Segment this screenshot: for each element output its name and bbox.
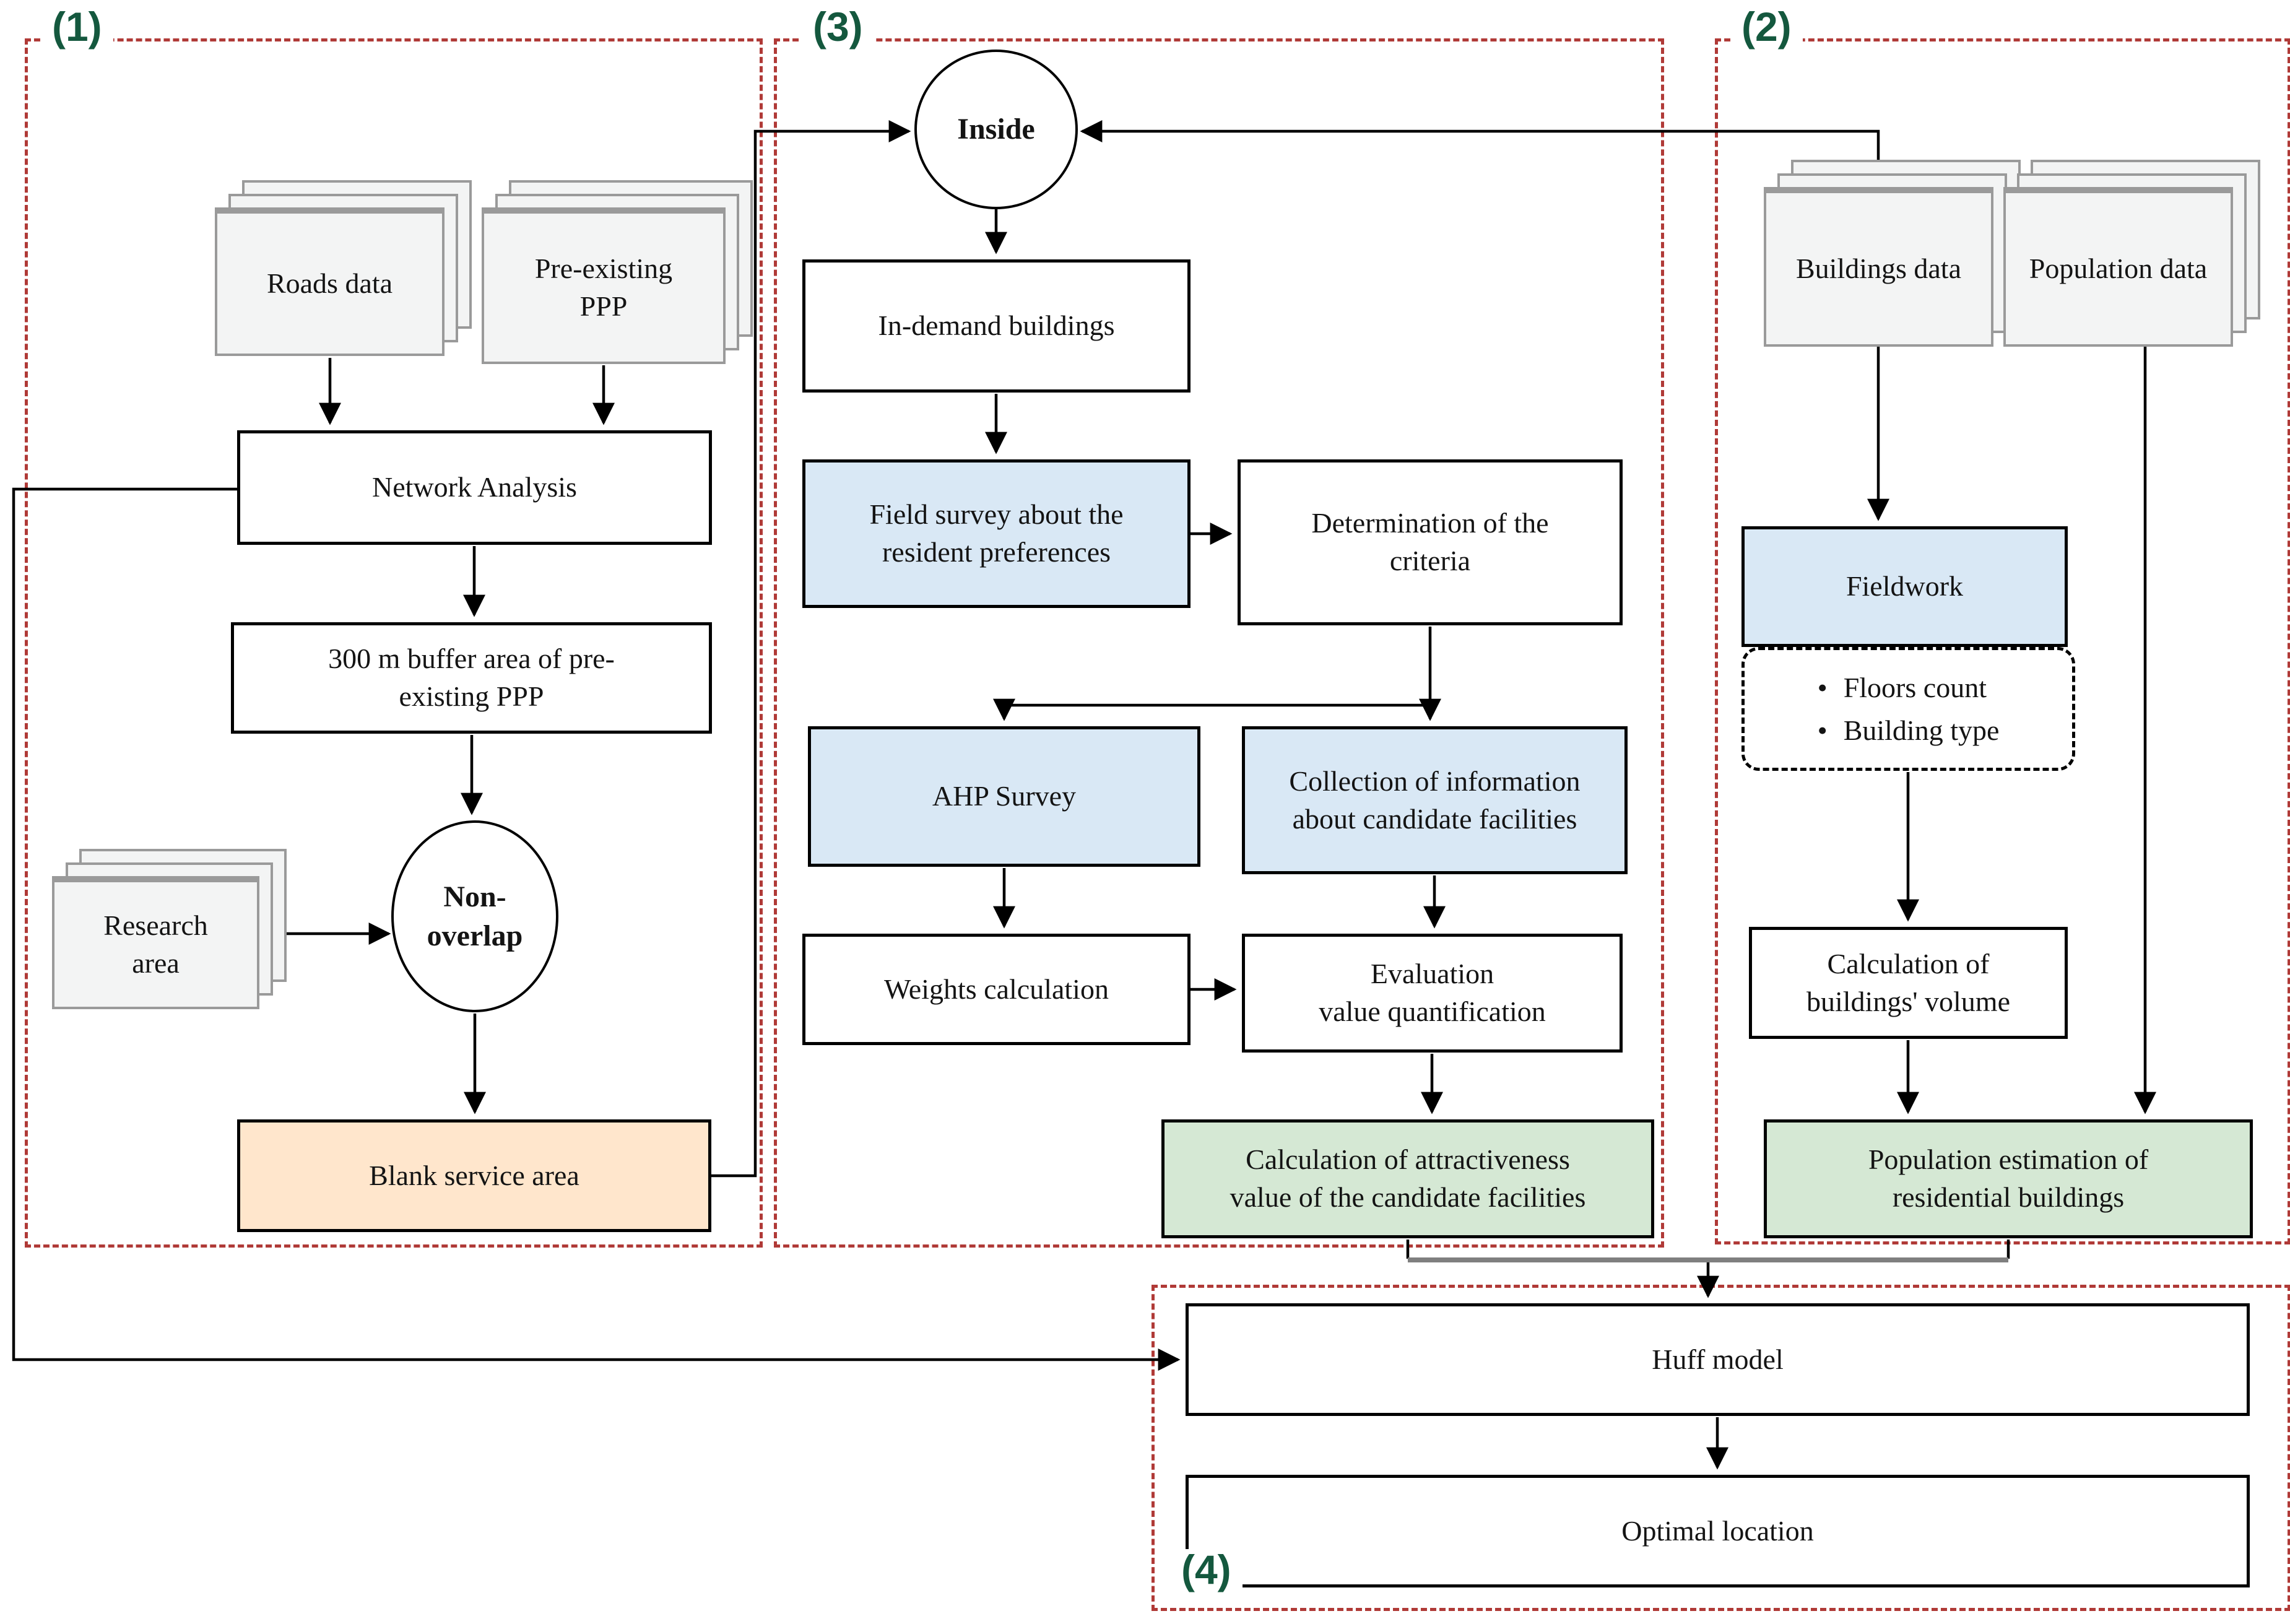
population-estimation-label: Population estimation of residential bui… bbox=[1868, 1144, 2149, 1213]
fieldwork-details-list: Floors count Building type bbox=[1818, 666, 2000, 752]
section-1-label: (1) bbox=[41, 6, 113, 47]
section-4-frame bbox=[1152, 1285, 2290, 1611]
section-3-frame bbox=[774, 38, 1664, 1248]
determination-criteria-node: Determination of the criteria bbox=[1238, 459, 1623, 625]
buildings-data-node: Buildings data bbox=[1764, 187, 1993, 347]
roads-data-label: Roads data bbox=[266, 267, 393, 299]
buildings-volume-node: Calculation of buildings' volume bbox=[1749, 927, 2068, 1039]
pre-existing-ppp-node: Pre-existing PPP bbox=[482, 207, 726, 364]
research-area-label: Research area bbox=[103, 909, 208, 979]
field-survey-node: Field survey about the resident preferen… bbox=[802, 459, 1191, 608]
buildings-data-label: Buildings data bbox=[1795, 252, 1962, 284]
weights-calculation-label: Weights calculation bbox=[884, 973, 1109, 1005]
roads-data-node: Roads data bbox=[215, 207, 445, 356]
weights-calculation-node: Weights calculation bbox=[802, 934, 1191, 1045]
evaluation-value-node: Evaluation value quantification bbox=[1242, 934, 1623, 1053]
optimal-location-label: Optimal location bbox=[1621, 1514, 1814, 1547]
buffer-300m-label: 300 m buffer area of pre- existing PPP bbox=[328, 643, 615, 712]
pre-existing-ppp-stack: Pre-existing PPP bbox=[482, 180, 753, 364]
buffer-300m-node: 300 m buffer area of pre- existing PPP bbox=[231, 622, 712, 734]
ahp-survey-label: AHP Survey bbox=[932, 780, 1077, 812]
research-area-stack: Research area bbox=[52, 849, 287, 1009]
buildings-data-stack: Buildings data bbox=[1764, 160, 2021, 347]
research-area-node: Research area bbox=[52, 876, 259, 1009]
network-analysis-node: Network Analysis bbox=[237, 430, 712, 545]
roads-data-stack: Roads data bbox=[215, 180, 472, 356]
evaluation-value-label: Evaluation value quantification bbox=[1319, 958, 1546, 1027]
in-demand-buildings-node: In-demand buildings bbox=[802, 259, 1191, 393]
collection-info-label: Collection of information about candidat… bbox=[1289, 765, 1581, 835]
inside-label: Inside bbox=[957, 113, 1035, 146]
fieldwork-detail-floors: Floors count bbox=[1818, 666, 2000, 709]
blank-service-area-node: Blank service area bbox=[237, 1119, 711, 1232]
pre-existing-ppp-label: Pre-existing PPP bbox=[534, 252, 673, 322]
fieldwork-detail-type: Building type bbox=[1818, 709, 2000, 752]
fieldwork-node: Fieldwork bbox=[1741, 526, 2068, 647]
huff-model-label: Huff model bbox=[1652, 1343, 1784, 1375]
section-3-label: (3) bbox=[802, 6, 874, 47]
buildings-volume-label: Calculation of buildings' volume bbox=[1806, 947, 2010, 1017]
attractiveness-node: Calculation of attractiveness value of t… bbox=[1161, 1119, 1654, 1238]
non-overlap-label: Non- overlap bbox=[427, 880, 523, 952]
huff-model-node: Huff model bbox=[1186, 1303, 2250, 1416]
population-estimation-node: Population estimation of residential bui… bbox=[1764, 1119, 2253, 1238]
fieldwork-details-node: Floors count Building type bbox=[1741, 647, 2075, 771]
ahp-survey-node: AHP Survey bbox=[808, 726, 1200, 867]
population-data-label: Population data bbox=[2029, 252, 2208, 284]
non-overlap-node: Non- overlap bbox=[391, 820, 558, 1012]
population-data-node: Population data bbox=[2003, 187, 2233, 347]
section-2-frame bbox=[1715, 38, 2290, 1244]
collection-info-node: Collection of information about candidat… bbox=[1242, 726, 1628, 874]
blank-service-area-label: Blank service area bbox=[369, 1159, 579, 1191]
field-survey-label: Field survey about the resident preferen… bbox=[869, 498, 1124, 568]
attractiveness-label: Calculation of attractiveness value of t… bbox=[1230, 1144, 1586, 1213]
fieldwork-label: Fieldwork bbox=[1845, 570, 1964, 602]
inside-node: Inside bbox=[914, 50, 1078, 209]
section-4-label: (4) bbox=[1170, 1549, 1243, 1590]
population-data-stack: Population data bbox=[2003, 160, 2260, 347]
in-demand-buildings-label: In-demand buildings bbox=[878, 310, 1115, 342]
section-2-label: (2) bbox=[1730, 6, 1803, 47]
network-analysis-label: Network Analysis bbox=[372, 471, 577, 503]
determination-criteria-label: Determination of the criteria bbox=[1311, 507, 1549, 576]
optimal-location-node: Optimal location bbox=[1186, 1475, 2250, 1587]
